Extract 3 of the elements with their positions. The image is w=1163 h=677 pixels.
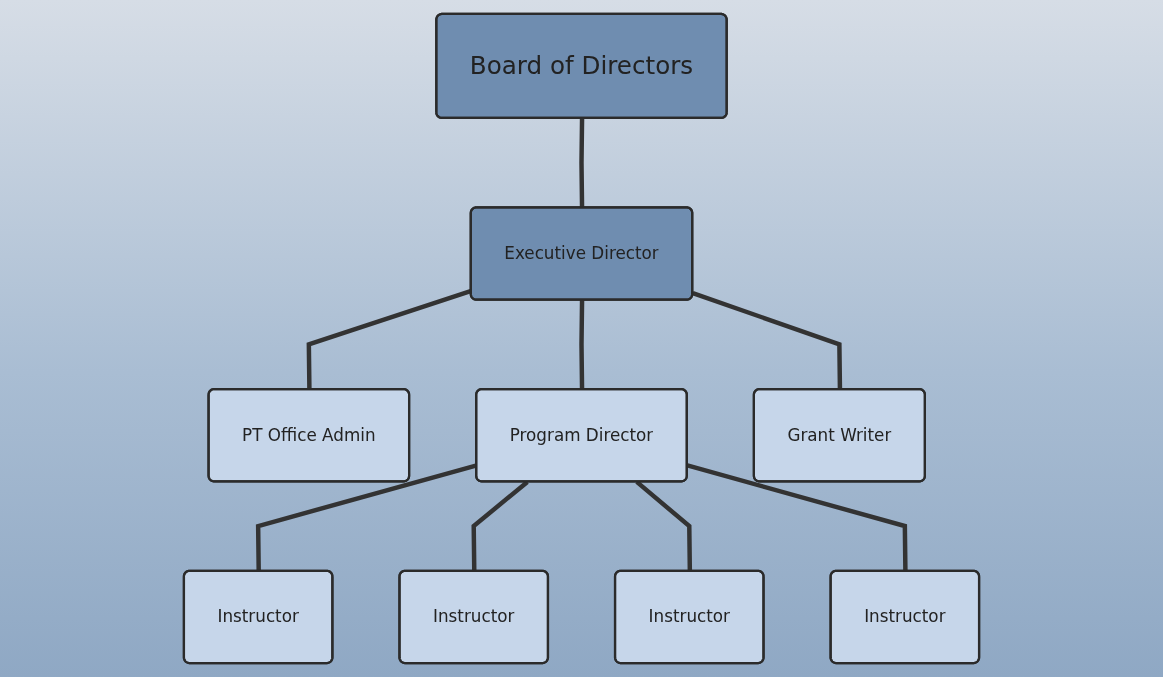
connector <box>579 300 585 390</box>
connector <box>579 118 585 208</box>
connector <box>692 291 843 390</box>
